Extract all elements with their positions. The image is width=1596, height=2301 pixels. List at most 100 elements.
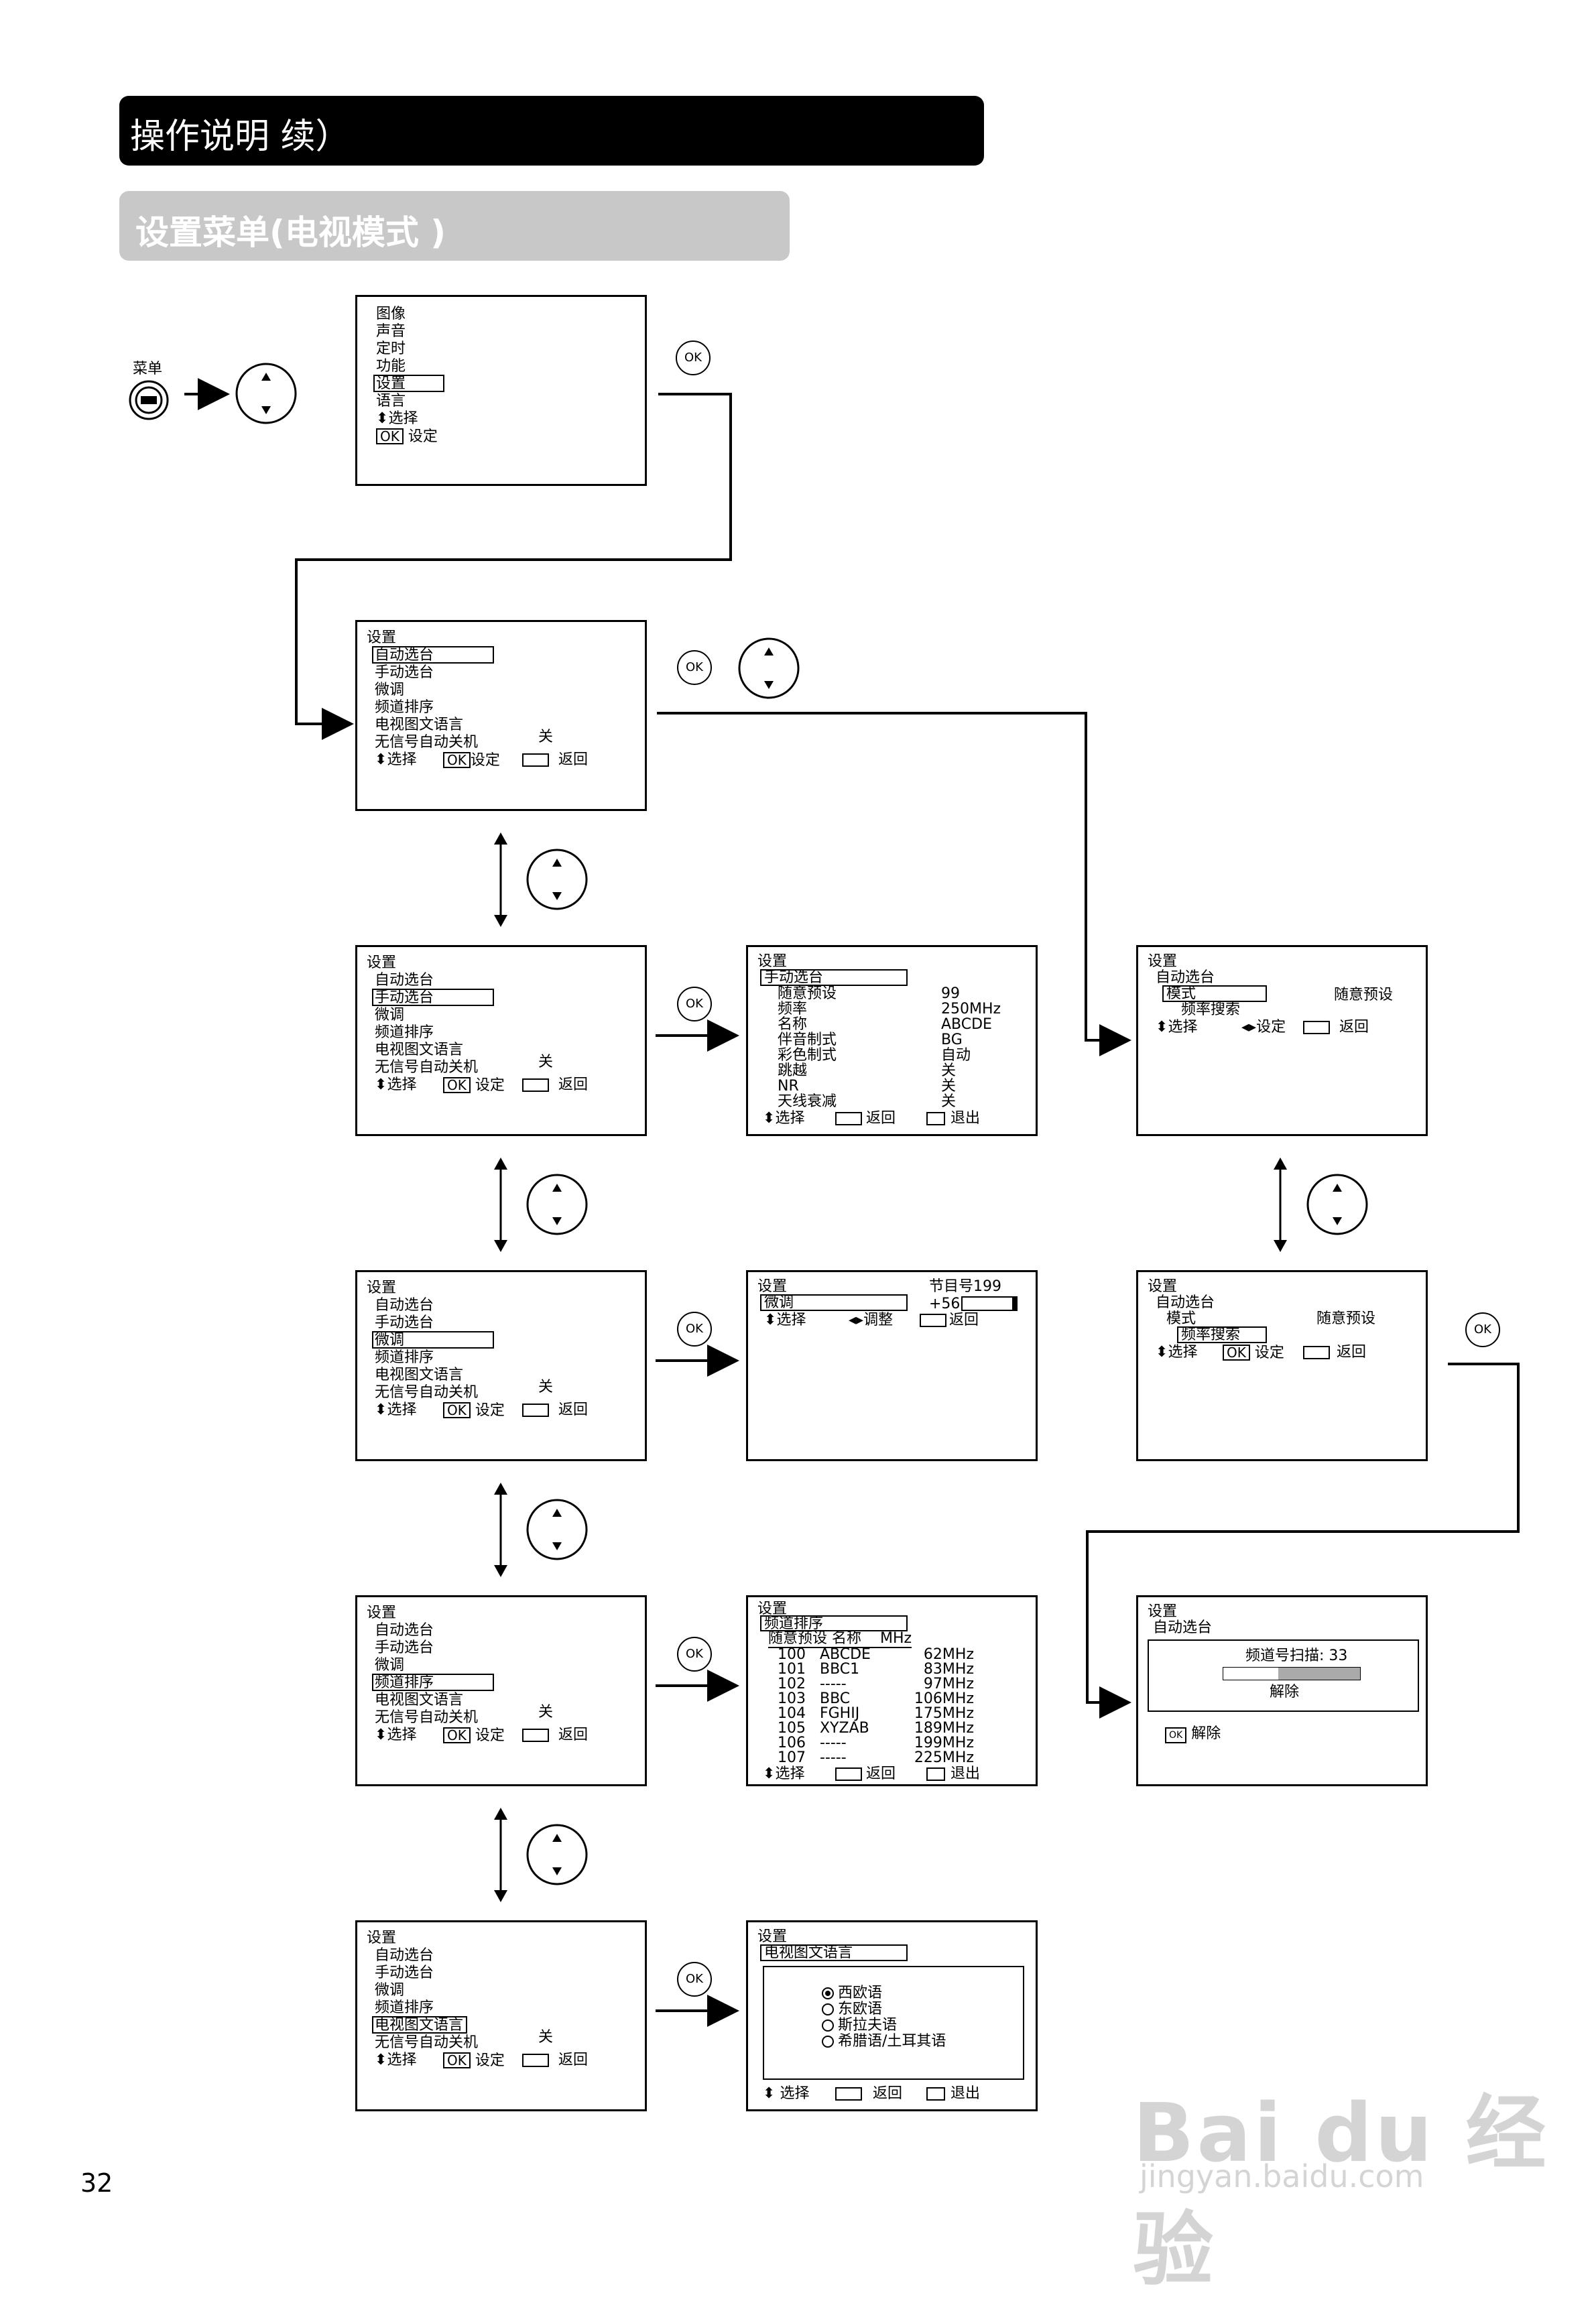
menu-item-selected[interactable]: 微调 bbox=[375, 1332, 405, 1349]
hint-set: ◂▸设定 bbox=[1241, 1019, 1286, 1036]
updown-button-icon[interactable] bbox=[526, 848, 589, 912]
row-label[interactable]: 频率 bbox=[778, 1001, 808, 1017]
menu-item[interactable]: 频道排序 bbox=[375, 1024, 434, 1041]
screen-title: 设置 bbox=[1148, 953, 1178, 970]
ok-button-icon[interactable]: OK bbox=[677, 987, 712, 1021]
menu-item[interactable]: 图像 bbox=[376, 306, 406, 322]
menu-item[interactable]: 手动选台 bbox=[375, 1314, 434, 1331]
updown-button-icon[interactable] bbox=[526, 1498, 589, 1562]
table-row[interactable]: 105 XYZAB bbox=[778, 1720, 869, 1737]
fine-tune-item[interactable]: 微调 bbox=[764, 1294, 794, 1311]
table-cell: 189MHz bbox=[914, 1720, 974, 1737]
table-cell: 175MHz bbox=[914, 1705, 974, 1722]
updown-button-icon[interactable] bbox=[1306, 1173, 1369, 1237]
menu-item[interactable]: 自动选台 bbox=[375, 972, 434, 989]
row-value: 250MHz bbox=[941, 1001, 1001, 1017]
radio-selected-icon[interactable] bbox=[822, 1987, 834, 1999]
updown-button-icon[interactable] bbox=[526, 1823, 589, 1887]
menu-item-selected[interactable]: 手动选台 bbox=[375, 989, 434, 1006]
row-label[interactable]: 彩色制式 bbox=[778, 1047, 837, 1064]
menu-button-icon[interactable] bbox=[127, 379, 170, 422]
row-label[interactable]: 名称 bbox=[778, 1016, 808, 1033]
mode-label[interactable]: 模式 bbox=[1166, 1310, 1196, 1327]
table-row[interactable]: 100 ABCDE bbox=[778, 1646, 871, 1663]
radio-icon[interactable] bbox=[822, 2036, 834, 2048]
search-label[interactable]: 频率搜索 bbox=[1181, 1001, 1241, 1018]
menu-item[interactable]: 电视图文语言 bbox=[375, 1367, 464, 1383]
row-label[interactable]: 随意预设 bbox=[778, 985, 837, 1002]
row-label[interactable]: 伴音制式 bbox=[778, 1032, 837, 1048]
menu-item[interactable]: 微调 bbox=[375, 682, 405, 698]
menu-item[interactable]: 自动选台 bbox=[375, 1622, 434, 1639]
updown-button-icon[interactable] bbox=[526, 1173, 589, 1237]
table-row[interactable]: 104 FGHIJ bbox=[778, 1705, 860, 1722]
exit-icon bbox=[926, 1112, 945, 1125]
menu-item[interactable]: 手动选台 bbox=[375, 1965, 434, 1981]
menu-item[interactable]: 微调 bbox=[375, 1657, 405, 1674]
menu-item-selected[interactable]: 频道排序 bbox=[375, 1674, 434, 1691]
menu-item[interactable]: 声音 bbox=[376, 323, 406, 340]
menu-item[interactable]: 自动选台 bbox=[375, 1947, 434, 1964]
menu-item[interactable]: 电视图文语言 bbox=[375, 1042, 464, 1058]
menu-item[interactable]: 手动选台 bbox=[375, 1639, 434, 1656]
table-row[interactable]: 107 ----- bbox=[778, 1749, 847, 1766]
language-option[interactable]: 斯拉夫语 bbox=[838, 2017, 898, 2034]
ok-button-icon[interactable]: OK bbox=[677, 1637, 712, 1672]
hint-cancel: OK 解除 bbox=[1165, 1726, 1221, 1743]
menu-item[interactable]: 无信号自动关机 bbox=[375, 2034, 479, 2051]
return-icon bbox=[522, 1404, 549, 1417]
language-option[interactable]: 西欧语 bbox=[838, 1985, 883, 2001]
return-icon bbox=[1303, 1021, 1330, 1034]
table-row[interactable]: 102 ----- bbox=[778, 1676, 847, 1692]
updown-button-icon[interactable] bbox=[737, 637, 801, 700]
radio-icon[interactable] bbox=[822, 2003, 834, 2015]
language-option[interactable]: 希腊语/土耳其语 bbox=[838, 2033, 946, 2050]
ok-button-icon[interactable]: OK bbox=[677, 1312, 712, 1347]
cancel-label: 解除 bbox=[1270, 1684, 1300, 1700]
menu-item[interactable]: 功能 bbox=[376, 358, 406, 375]
return-icon bbox=[1303, 1346, 1330, 1359]
row-label[interactable]: 天线衰减 bbox=[778, 1093, 837, 1110]
menu-item[interactable]: 频道排序 bbox=[375, 1349, 434, 1366]
menu-item[interactable]: 无信号自动关机 bbox=[375, 1384, 479, 1401]
auto-tune-screen-search: 设置 自动选台 模式 随意预设 频率搜索 ⬍选择 OK 设定 返回 bbox=[1136, 1270, 1428, 1461]
updown-button-icon[interactable] bbox=[235, 362, 298, 426]
screen-subtitle: 自动选台 bbox=[1153, 1619, 1213, 1636]
menu-item-selected[interactable]: 设置 bbox=[376, 375, 406, 392]
radio-icon[interactable] bbox=[822, 2019, 834, 2032]
row-value: ABCDE bbox=[941, 1016, 992, 1033]
ok-button-icon[interactable]: OK bbox=[676, 340, 711, 375]
subsection-title: 设置菜单(电视模式 ) bbox=[135, 213, 446, 252]
menu-item[interactable]: 无信号自动关机 bbox=[375, 1709, 479, 1726]
menu-item[interactable]: 无信号自动关机 bbox=[375, 1059, 479, 1076]
menu-item-selected[interactable]: 电视图文语言 bbox=[375, 2017, 464, 2034]
ok-button-icon[interactable]: OK bbox=[677, 650, 712, 685]
table-cell: 199MHz bbox=[914, 1735, 974, 1751]
menu-item[interactable]: 微调 bbox=[375, 1007, 405, 1023]
hint-bar: ⬍选择 bbox=[375, 2052, 417, 2068]
menu-item[interactable]: 频道排序 bbox=[375, 1999, 434, 2016]
menu-item[interactable]: 微调 bbox=[375, 1982, 405, 1999]
menu-item[interactable]: 语言 bbox=[376, 393, 406, 410]
teletext-language-screen: 设置 电视图文语言 西欧语 东欧语 斯拉夫语 希腊语/土耳其语 ⬍ 选择 返回 … bbox=[746, 1920, 1038, 2111]
table-row[interactable]: 103 BBC bbox=[778, 1690, 851, 1707]
menu-item-selected[interactable]: 自动选台 bbox=[375, 647, 434, 664]
row-label[interactable]: 跳越 bbox=[778, 1062, 808, 1079]
menu-item[interactable]: 手动选台 bbox=[375, 664, 434, 681]
menu-item[interactable]: 定时 bbox=[376, 340, 406, 357]
table-row[interactable]: 101 BBC1 bbox=[778, 1661, 860, 1678]
menu-item[interactable]: 电视图文语言 bbox=[375, 717, 464, 733]
menu-item[interactable]: 自动选台 bbox=[375, 1297, 434, 1314]
search-label[interactable]: 频率搜索 bbox=[1181, 1326, 1241, 1343]
table-row[interactable]: 106 ----- bbox=[778, 1735, 847, 1751]
language-option[interactable]: 东欧语 bbox=[838, 2001, 883, 2017]
row-label[interactable]: NR bbox=[778, 1078, 799, 1095]
ok-button-icon[interactable]: OK bbox=[1465, 1312, 1500, 1347]
ok-button-icon[interactable]: OK bbox=[677, 1962, 712, 1997]
menu-item[interactable]: 无信号自动关机 bbox=[375, 734, 479, 751]
menu-item[interactable]: 电视图文语言 bbox=[375, 1692, 464, 1708]
fine-tune-bar-fill bbox=[1012, 1298, 1016, 1310]
menu-item[interactable]: 频道排序 bbox=[375, 699, 434, 716]
mode-label[interactable]: 模式 bbox=[1166, 985, 1196, 1002]
return-icon bbox=[522, 753, 549, 767]
